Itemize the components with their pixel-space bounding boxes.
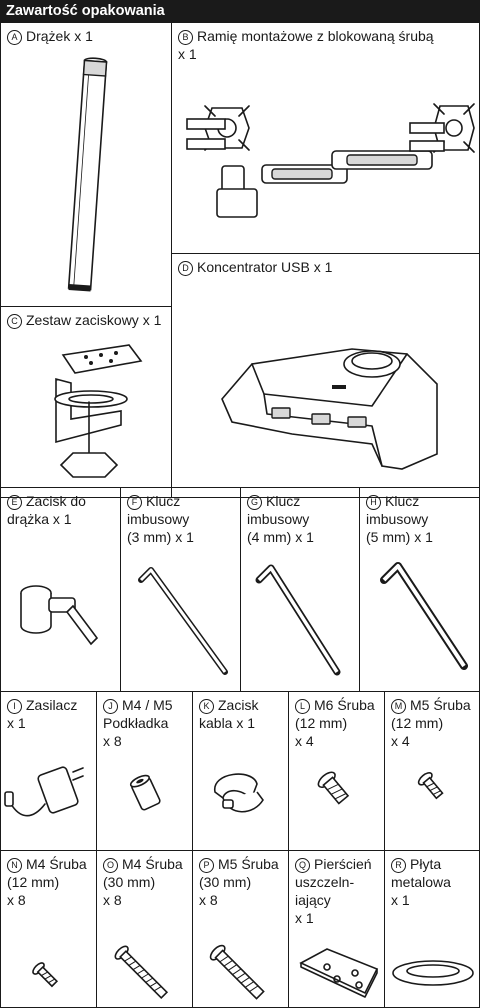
allen-key-icon [255,564,341,676]
item-c-clamp-kit: C Zestaw zaciskowy x 1 [0,306,172,498]
item-label: M4 Śruba (30 mm) x 8 [103,856,183,908]
power-adapter-icon [4,766,84,817]
item-label: Klucz imbusowy (4 mm) x 1 [247,493,314,545]
item-label: Koncentrator USB x 1 [197,259,333,275]
item-label: Klucz imbusowy (3 mm) x 1 [127,493,194,545]
sealing-ring-icon [299,948,379,998]
clamp-kit-icon [54,344,143,478]
washer-icon [129,774,161,811]
pole-icon [67,57,108,292]
page-title: Zawartość opakowania [0,0,480,22]
allen-key-icon [380,562,468,670]
item-label: Ramię montażowe z blokowaną śrubą x 1 [178,28,434,62]
monitor-arm-icon [186,103,475,218]
screw-icon [417,772,444,800]
item-label: Zestaw zaciskowy x 1 [26,312,162,328]
screw-icon [32,962,59,988]
cable-clip-icon [214,773,264,813]
item-label: Klucz imbusowy (5 mm) x 1 [366,493,433,545]
screw-icon [317,771,350,805]
metal-plate-icon [392,960,474,986]
item-label: M6 Śruba (12 mm) x 4 [295,697,375,749]
item-label: Zacisk do drążka x 1 [7,493,86,527]
item-label: Zasilacz x 1 [7,697,78,731]
item-label: M4 / M5 Podkładka x 8 [103,697,173,749]
usb-hub-icon [221,348,438,470]
item-label: Drążek x 1 [26,28,93,44]
allen-key-icon [138,567,228,675]
item-label: M4 Śruba (12 mm) x 8 [7,856,87,908]
item-a-pole: A Drążek x 1 [0,22,172,307]
item-label: Płyta metalowa x 1 [391,856,451,908]
item-label: M5 Śruba (12 mm) x 4 [391,697,471,749]
item-label: Zacisk kabla x 1 [199,697,259,731]
screw-icon [114,945,169,1000]
screw-icon [209,944,265,1000]
item-label: M5 Śruba (30 mm) x 8 [199,856,279,908]
item-letter: C [7,314,22,329]
item-d-usb-hub: D Koncentrator USB x 1 [171,253,480,498]
item-letter: A [7,30,22,45]
item-label: Pierścień uszczeln- iający x 1 [295,856,372,926]
item-letter: D [178,261,193,276]
pole-clamp-icon [20,585,99,646]
